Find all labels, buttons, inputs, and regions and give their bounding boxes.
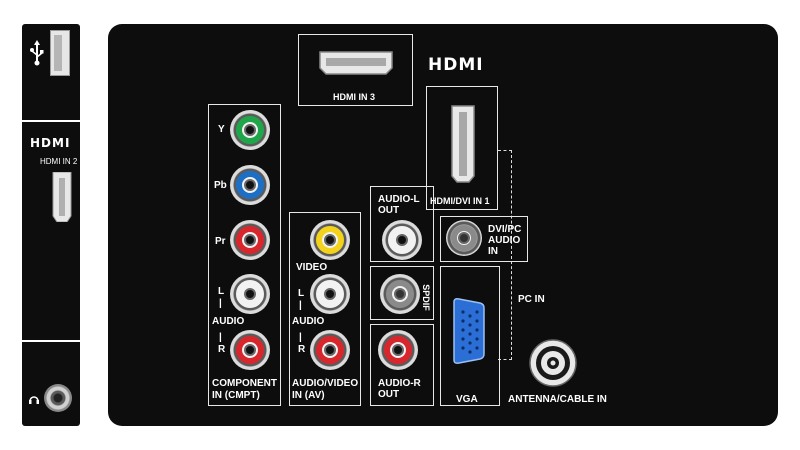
dvi-pc-audio-label-2: AUDIO [488, 235, 521, 246]
audio-l-out-jack[interactable] [382, 220, 422, 260]
hdmi-dvi-in-1-label: HDMI/DVI IN 1 [430, 196, 490, 206]
side-divider-bottom [22, 340, 80, 342]
component-audio-label: AUDIO [212, 316, 245, 327]
component-pr-label: Pr [215, 236, 226, 247]
hdmi-in-3-label: HDMI IN 3 [333, 92, 376, 102]
headphone-icon [28, 392, 40, 404]
hdmi-dvi-in-1-box [426, 86, 498, 210]
hdmi-in-3-port[interactable] [318, 50, 394, 76]
component-title-1: COMPONENT [212, 378, 277, 389]
vga-port[interactable] [450, 298, 486, 364]
component-box [208, 104, 281, 406]
component-audio-r-jack[interactable] [230, 330, 270, 370]
dvi-pc-audio-box [440, 216, 528, 262]
antenna-port[interactable] [528, 338, 578, 388]
spdif-label: SPDIF [420, 284, 431, 311]
spdif-jack[interactable] [380, 274, 420, 314]
side-panel [22, 24, 80, 426]
av-audio-r-jack[interactable] [310, 330, 350, 370]
hdmi-in-3-box [298, 34, 413, 106]
dvi-pc-audio-label-3: IN [488, 246, 498, 257]
vga-label: VGA [456, 394, 478, 405]
hdmi-in-2-label: HDMI IN 2 [40, 157, 78, 166]
hdmi-logo-main: HDMI [428, 55, 484, 75]
antenna-label: ANTENNA/CABLE IN [508, 394, 607, 405]
av-bar-2: | [299, 332, 302, 343]
dvi-pc-audio-label-1: DVI/PC [488, 224, 522, 235]
pc-in-dashed-line [498, 150, 512, 360]
hdmi-logo-side: HDMI [30, 136, 71, 150]
pc-in-label: PC IN [518, 294, 545, 305]
audio-l-out-label-1: AUDIO-L [378, 194, 420, 205]
audio-r-out-box [370, 324, 434, 406]
usb-icon [28, 40, 46, 66]
vga-box [440, 266, 500, 406]
dvi-pc-audio-jack[interactable] [446, 220, 482, 256]
audio-l-out-box [370, 186, 434, 262]
component-r-label: R [218, 344, 226, 355]
audio-r-out-label-1: AUDIO-R [378, 378, 421, 389]
av-audio-l-jack[interactable] [310, 274, 350, 314]
component-audio-l-jack[interactable] [230, 274, 270, 314]
av-l-label: L [298, 288, 305, 299]
audio-r-out-jack[interactable] [378, 330, 418, 370]
component-pb-jack[interactable] [230, 165, 270, 205]
component-pr-jack[interactable] [230, 220, 270, 260]
component-y-label: Y [218, 124, 225, 135]
spdif-box [370, 266, 434, 320]
usb-port[interactable] [50, 30, 70, 76]
audio-l-out-label-2: OUT [378, 205, 400, 216]
component-bar-2: | [219, 332, 222, 343]
av-bar-1: | [299, 300, 302, 311]
av-audio-label: AUDIO [292, 316, 325, 327]
main-panel [108, 24, 778, 426]
av-title-1: AUDIO/VIDEO [292, 378, 359, 389]
av-box [289, 212, 361, 406]
av-r-label: R [298, 344, 306, 355]
component-y-jack[interactable] [230, 110, 270, 150]
component-pb-label: Pb [214, 180, 227, 191]
side-divider-top [22, 120, 80, 122]
component-bar-1: | [219, 298, 222, 309]
av-video-label: VIDEO [296, 262, 328, 273]
component-title-2: IN (CMPT) [212, 390, 260, 401]
hdmi-dvi-in-1-port[interactable] [450, 104, 476, 184]
headphone-jack[interactable] [44, 384, 72, 412]
hdmi-in-2-port[interactable] [52, 171, 72, 223]
component-l-label: L [218, 286, 225, 297]
av-video-jack[interactable] [310, 220, 350, 260]
audio-r-out-label-2: OUT [378, 389, 400, 400]
av-title-2: IN (AV) [292, 390, 325, 401]
